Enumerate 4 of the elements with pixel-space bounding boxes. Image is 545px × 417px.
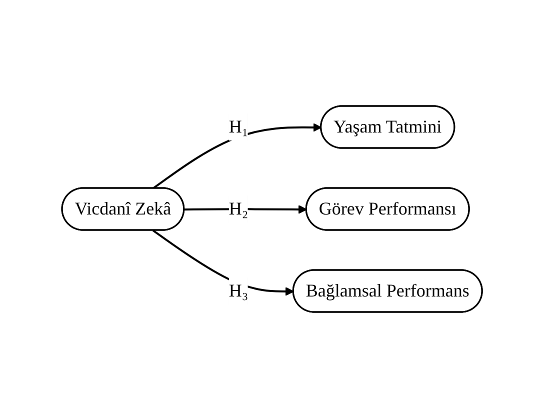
edge-label: H₂: [229, 198, 249, 218]
arrow: [152, 122, 322, 189]
edge-label: H₃: [229, 280, 249, 300]
edge-label: H₁: [229, 116, 249, 136]
